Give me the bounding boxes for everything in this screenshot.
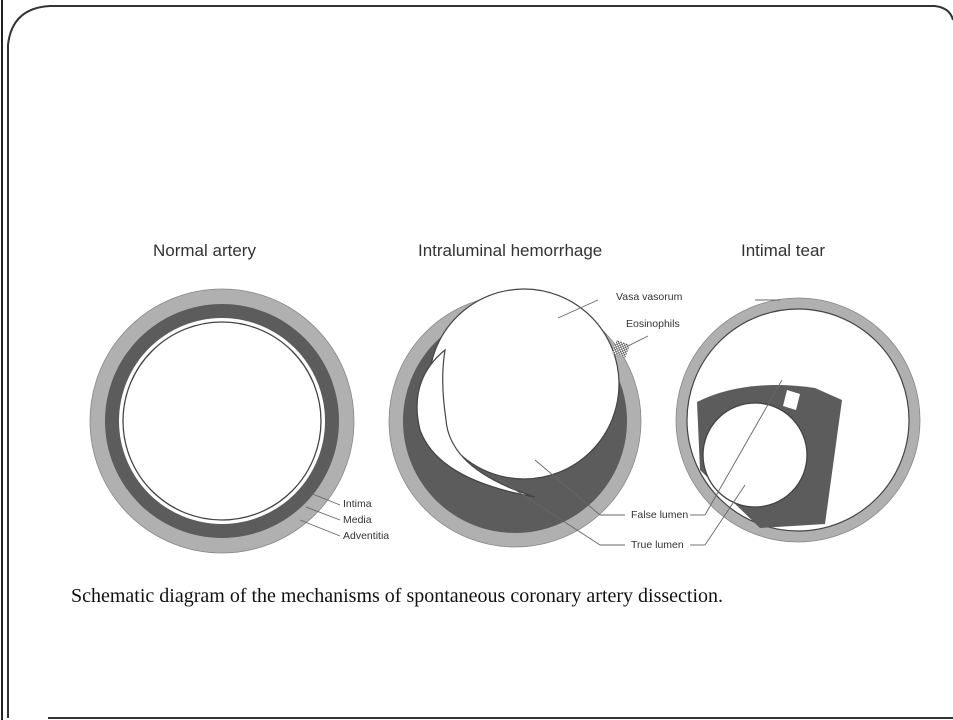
label-adventitia: Adventitia: [343, 530, 389, 542]
title-normal-artery: Normal artery: [153, 241, 256, 261]
label-true-lumen: True lumen: [631, 539, 684, 551]
figure-caption: Schematic diagram of the mechanisms of s…: [71, 585, 723, 608]
title-intraluminal-hemorrhage: Intraluminal hemorrhage: [418, 241, 602, 261]
title-intimal-tear: Intimal tear: [741, 241, 825, 261]
hemorrhage-artery: [389, 289, 641, 547]
label-false-lumen: False lumen: [631, 509, 688, 521]
normal-artery: [90, 289, 354, 553]
label-media: Media: [343, 514, 372, 526]
label-intima: Intima: [343, 498, 372, 510]
tear-artery: [676, 298, 920, 542]
label-vasa-vasorum: Vasa vasorum: [616, 291, 682, 303]
label-eosinophils: Eosinophils: [626, 318, 680, 330]
